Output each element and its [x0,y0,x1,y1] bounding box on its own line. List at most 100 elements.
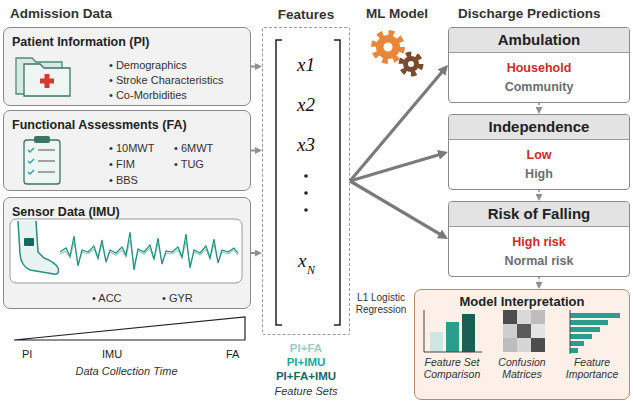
text-slot: Admission Data [10,4,112,22]
column-heading: ML Model [366,6,428,22]
outcome-heading: Independence [489,115,590,139]
feature-set: PI+FA [290,341,322,355]
time-wedge [14,317,245,340]
gear-icon [403,56,419,72]
gear-icon [408,61,414,67]
feature-set: PI+FA+IMU [276,369,336,383]
importance-icon [570,313,620,318]
feature-symbol: x3 [297,134,315,156]
icon-caption: Confusion Matrices [493,356,551,380]
gear-icon [401,54,421,74]
connector-arrow [350,70,444,181]
text-slot: Functional Assessments (FA) [12,115,187,133]
box-title: Model Interpretation [460,294,585,310]
confusion-matrix-icon [503,310,545,352]
feature-symbol: x2 [297,94,315,116]
confusion-matrix-icon [503,324,517,338]
text-slot: Patient Information (PI) [12,32,150,50]
text-slot: • ACC [92,288,122,306]
feature-symbol: x [298,250,306,272]
text-slot: Model Interpretation [415,292,629,310]
sensor-illustration [24,238,34,246]
outcome-heading: Risk of Falling [488,202,591,226]
text-slot: • 6MWT [174,138,213,156]
outcome-class: Community [505,80,574,95]
time-wedge [14,317,245,340]
vector-bracket [304,191,308,195]
gear-icon [374,33,402,61]
text-slot: • FIM [109,154,135,172]
connector-arrow [538,277,540,284]
vector-bracket [304,174,308,178]
text-slot: Household [449,58,629,76]
text-slot: Normal risk [449,251,629,269]
bullet-item: • TUG [174,158,204,171]
text-slot: • BBS [109,170,138,188]
text-slot: PI+IMU [262,352,350,370]
gear-icon [384,43,393,52]
text-slot: High risk [449,232,629,250]
axis-label: PI [22,348,32,361]
text-slot: L1 Logistic Regression [352,292,410,317]
text-slot: • GYR [162,288,193,306]
text-slot: IMU [102,344,122,362]
text-slot: Feature Sets [262,381,350,399]
sensor-illustration [10,219,242,283]
feature-vector: Featuresx1x2x3xN [262,27,350,335]
confusion-matrix-icon [531,338,545,352]
confusion-matrix-icon [517,338,531,352]
panel-title: Patient Information (PI) [12,35,150,50]
importance-icon [570,334,592,339]
model-label: L1 Logistic Regression [352,292,410,316]
text-slot: Discharge Predictions [458,4,601,22]
text-slot: Community [449,77,629,95]
outcome-class: High [525,167,553,182]
text-slot: Independence [449,115,629,140]
confusion-matrix-icon [531,310,545,324]
prediction-box: Risk of FallingHigh riskNormal risk [448,201,630,277]
vector-bracket [276,40,340,325]
text-slot: • 10MWT [109,138,154,156]
clipboard-icon [28,148,34,174]
vector-bracket [304,208,308,212]
confusion-matrix-icon [517,324,531,338]
panel-title: Functional Assessments (FA) [12,118,187,133]
bullet-item: • Demographics [109,59,187,72]
text-slot: Feature Importance [559,356,625,382]
folder-icon [24,64,70,96]
text-slot: Sensor Data (IMU) [12,202,120,220]
bar-chart-icon [430,332,443,352]
connector-arrow [350,154,442,181]
vector-bracket [276,40,282,325]
clipboard-icon [34,136,50,143]
feature-subscript: N [307,263,315,277]
folder-icon [40,79,54,84]
text-slot: PI [22,344,32,362]
outcome-class: High risk [512,235,566,250]
bullet-item: • ACC [92,292,122,305]
confusion-matrix-icon [517,310,531,324]
text-slot: • Co-Morbidities [109,85,187,103]
icon-caption: Feature Importance [559,356,625,380]
axis-title: Data Collection Time [76,365,178,378]
sensor-illustration [10,219,242,283]
text-slot: N [307,260,315,278]
panel-title: Sensor Data (IMU) [12,205,120,220]
text-slot: Features [263,5,349,23]
text-slot: High [449,164,629,182]
bullet-item: • 10MWT [109,142,154,155]
importance-icon [570,310,620,354]
sensor-illustration [18,221,59,274]
text-slot: FA [226,344,239,362]
text-slot: Risk of Falling [449,202,629,227]
folder-icon [16,58,70,96]
text-slot: • Stroke Characteristics [109,70,224,88]
prediction-box: IndependenceLowHigh [448,114,630,190]
outcome-class: Household [507,61,572,76]
text-slot: • TUG [174,154,204,172]
bar-chart-icon [424,310,482,352]
text-slot: PI+FA [262,338,350,356]
bullet-item: • Co-Morbidities [109,89,187,102]
